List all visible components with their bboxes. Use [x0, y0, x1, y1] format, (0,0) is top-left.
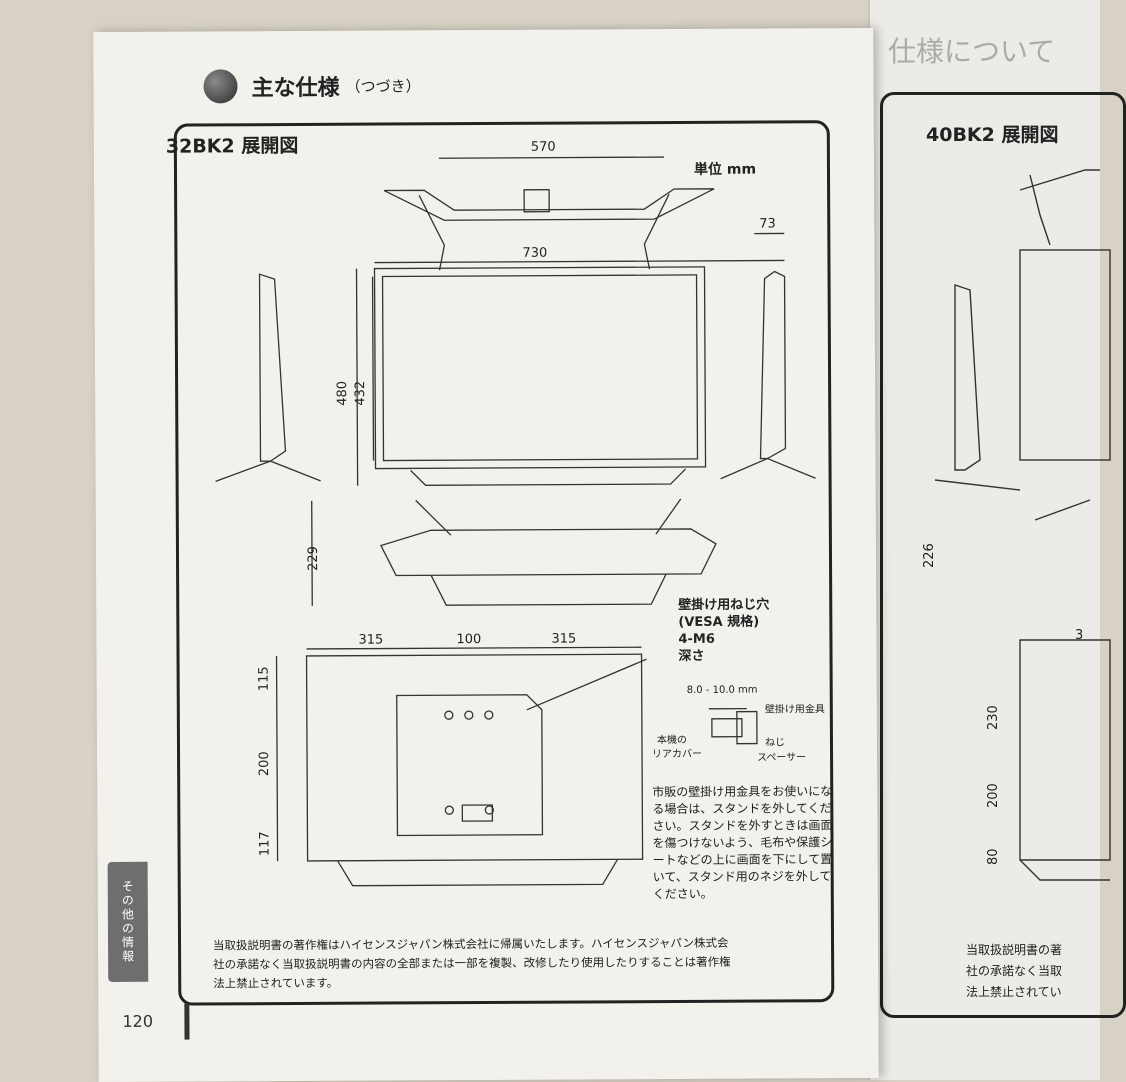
dim-top-width: 570 — [531, 140, 556, 155]
detail-bracket-label: 壁掛け用金具 — [765, 700, 825, 715]
dim-stand-depth: 229 — [306, 546, 321, 571]
page-number-bar — [184, 1004, 189, 1040]
left-page: 主な仕様 （つづき） 32BK2 展開図 単位 mm — [93, 28, 878, 1082]
side-view-right — [760, 271, 786, 458]
copyright-notice: 当取扱説明書の著作権はハイセンスジャパン株式会社に帰属いたします。ハイセンスジャ… — [213, 933, 823, 993]
dim-line-height-total — [356, 269, 357, 486]
dim-rear-mid: 200 — [257, 751, 272, 776]
right-dim-top: 230 — [986, 705, 1001, 730]
right-dim-mid: 200 — [986, 783, 1001, 808]
dim-depth: 73 — [759, 216, 776, 231]
right-diagram-drawing — [870, 0, 1100, 1080]
detail-screw-label: ねじ — [765, 733, 785, 748]
side-tab: その他の情報 — [108, 862, 149, 982]
wall-mount-note: 市販の壁掛け用金具をお使いになる場合は、スタンドを外してください。スタンドを外す… — [652, 783, 833, 903]
dim-line-top-width — [439, 157, 664, 158]
dim-vesa-mid: 100 — [456, 632, 481, 647]
top-view-stand-right — [644, 194, 669, 269]
dim-rear-bottom: 117 — [257, 831, 272, 856]
side-view-right-stand — [720, 458, 815, 478]
dim-vesa-right: 315 — [551, 632, 576, 647]
diagram-drawing — [93, 28, 878, 1082]
rear-panel-cover — [397, 695, 543, 836]
right-copyright-line-2: 社の承諾なく当取 — [966, 961, 1062, 982]
right-dim-stand: 226 — [922, 543, 937, 568]
detail-spacer-label: スペーサー — [757, 748, 806, 763]
detail-cover-label-2: リアカバー — [652, 745, 702, 760]
right-copyright: 当取扱説明書の著 社の承諾なく当取 法上禁止されてい — [966, 940, 1062, 1003]
dim-line-rear-height — [277, 656, 278, 861]
callout-line-1: 壁掛け用ねじ穴 — [678, 597, 769, 614]
dim-line-width — [374, 260, 784, 262]
dim-line-vesa — [306, 647, 641, 649]
side-view-left — [260, 274, 286, 461]
right-dim-bottom: 80 — [986, 848, 1001, 865]
dim-width: 730 — [522, 246, 547, 261]
dim-vesa-left: 315 — [358, 633, 383, 648]
rear-stand — [338, 859, 618, 885]
front-panel-outer — [374, 267, 705, 469]
right-page: 仕様について 40BK2 展開図 226 230 200 80 3 当取扱説明書… — [868, 0, 1100, 1080]
right-copyright-line-3: 法上禁止されてい — [966, 982, 1062, 1003]
callout-line-3: 4-M6 — [678, 631, 769, 648]
callout-leader — [527, 659, 647, 710]
dim-rear-top: 115 — [257, 666, 272, 691]
callout-line-4: 深さ — [678, 648, 769, 665]
side-view-left-stand — [216, 461, 321, 482]
front-stand-base — [411, 469, 686, 485]
detail-range: 8.0 - 10.0 mm — [687, 685, 758, 696]
rear-panel-outer — [307, 654, 643, 861]
right-copyright-line-1: 当取扱説明書の著 — [966, 940, 1062, 961]
page-number: 120 — [122, 1012, 153, 1031]
right-dim-width-partial: 3 — [1075, 628, 1083, 643]
vesa-callout: 壁掛け用ねじ穴 (VESA 規格) 4-M6 深さ — [678, 597, 769, 665]
copyright-line-3: 法上禁止されています。 — [213, 971, 823, 993]
callout-line-2: (VESA 規格) — [678, 614, 769, 631]
dim-height-panel: 432 — [353, 381, 368, 406]
detail-cover-label-1: 本機の — [657, 731, 687, 746]
top-view-stand-left — [419, 195, 444, 270]
front-panel-inner — [383, 275, 698, 461]
dim-height-total: 480 — [335, 381, 350, 406]
bottom-view-outline — [381, 529, 716, 576]
